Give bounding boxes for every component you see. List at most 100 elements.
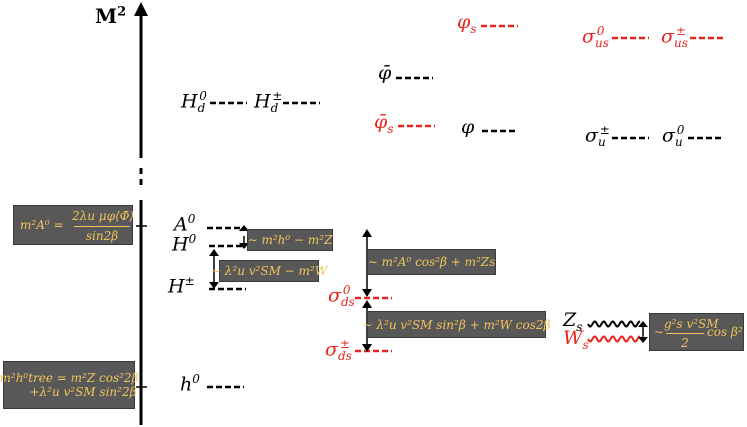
- annotation-split-H0-Hpm-text: ∼ λ²u v²SM − m²W: [210, 264, 328, 278]
- arrowhead-sigma0-down: [362, 289, 372, 297]
- annotation-gauge-numerator: g²s v²SM: [664, 317, 719, 331]
- splitting-arrows: [209, 225, 648, 352]
- arrowhead-H0-down: [239, 243, 249, 249]
- arrowhead-sigma-range-up: [362, 229, 372, 237]
- label-Hd0-sub: d: [197, 101, 206, 116]
- label-sigma-ds0-sub: ds: [340, 295, 355, 310]
- axis-label-power: 2: [117, 4, 127, 20]
- annotation-split-Hpm-sigma0-text: ∼ m²A⁰ cos²β + m²Zs: [367, 255, 496, 269]
- label-sigma-dspm-sup: ±: [339, 337, 350, 351]
- label-Hpm: H±: [168, 275, 195, 296]
- label-h0-base: h: [180, 373, 193, 396]
- annotation-gauge: ∼ g²s v²SM 2 cos β²: [649, 313, 744, 351]
- gauge-lines: [587, 320, 641, 343]
- label-Hdpm: Hd±: [254, 90, 282, 114]
- arrowhead-A0-up: [239, 225, 249, 231]
- label-Hdpm-base: H: [254, 90, 271, 113]
- label-H0: H0: [172, 233, 196, 254]
- label-H0-sup: 0: [188, 232, 197, 246]
- label-Hdpm-sup: ±: [272, 89, 283, 103]
- label-Hpm-base: H: [168, 275, 185, 298]
- annotation-mA0-left: m²A⁰ =: [20, 218, 64, 232]
- level-lines: [207, 24, 726, 389]
- label-Ws-sub: s: [582, 337, 589, 352]
- label-Zs-base: Z: [563, 309, 577, 331]
- label-phibar-base: φ̄: [378, 62, 392, 84]
- annotation-mh0-line1: m²h⁰tree = m²Z cos²2β: [0, 371, 139, 385]
- label-A0-sup: 0: [187, 212, 196, 226]
- label-phi-s-base: φ: [457, 11, 471, 33]
- label-phibar: φ̄: [378, 64, 391, 83]
- label-sigma-dspm-sub: ds: [337, 349, 352, 364]
- label-sigma-dspm: σds±: [325, 337, 352, 364]
- annotation-split-H0-Hpm: ∼ λ²u v²SM − m²W: [211, 260, 327, 282]
- annotation-gauge-right: cos β²: [707, 325, 743, 339]
- annotation-mh0-line2: +λ²u v²SM sin²2β: [29, 385, 137, 399]
- label-sigma-u0: σu0: [662, 124, 684, 148]
- label-Hdpm-sub: d: [270, 101, 279, 116]
- annotation-split-sigma: ∼ λ²u v²SM sin²β + m²W cos2β: [363, 311, 550, 338]
- label-phibar-s-base: φ̄: [374, 111, 388, 133]
- label-sigma-dspm-base: σ: [325, 338, 338, 361]
- label-h0-sup: 0: [192, 372, 200, 386]
- label-sigma-u0-base: σ: [662, 124, 675, 147]
- label-Hpm-sup: ±: [184, 274, 195, 288]
- wave-line-Zs: [587, 320, 641, 328]
- label-H0-base: H: [172, 233, 189, 256]
- annotation-split-sigma-text: ∼ λ²u v²SM sin²β + m²W cos2β: [362, 317, 551, 332]
- axis-label: M2: [95, 4, 126, 28]
- label-Hd0-sup: 0: [199, 89, 207, 103]
- annotation-split-Hpm-sigma0: ∼ m²A⁰ cos²β + m²Zs: [367, 249, 496, 275]
- label-sigma-ds0-sup: 0: [342, 283, 351, 297]
- annotation-mA0-numerator: 2λu μφ⟨Φ̄⟩: [72, 209, 135, 223]
- label-sigma-upm-sup: ±: [599, 123, 610, 137]
- annotation-gauge-left: ∼: [654, 325, 665, 339]
- arrowhead-sigmapm-down: [362, 344, 372, 352]
- label-A0: A0: [174, 213, 195, 234]
- label-sigma-uspm: σus±: [661, 24, 688, 51]
- label-Ws: Ws: [563, 329, 589, 351]
- label-phi-s: φs: [457, 13, 476, 35]
- label-Hd0: Hd0: [181, 90, 207, 114]
- label-Zs: Zs: [563, 311, 582, 333]
- label-sigma-u0-sup: 0: [676, 123, 685, 137]
- label-phi-s-sub: s: [470, 21, 477, 36]
- annotation-mh0: m²h⁰tree = m²Z cos²2β +λ²u v²SM sin²2β: [0, 361, 139, 409]
- axis-arrowhead: [134, 2, 148, 16]
- label-phibar-s: φ̄s: [374, 113, 393, 135]
- label-sigma-uspm-sub: us: [673, 36, 688, 51]
- label-phi-base: φ: [461, 116, 475, 138]
- label-sigma-u0-sub: u: [674, 135, 683, 150]
- label-sigma-upm-sub: u: [597, 135, 606, 150]
- label-sigma-uspm-base: σ: [661, 25, 674, 48]
- label-sigma-us0-sup: 0: [596, 24, 605, 38]
- label-sigma-upm: σu±: [585, 124, 610, 148]
- annotation-split-A0-H0: ∼ m²h⁰ − m²Z: [247, 229, 333, 251]
- label-sigma-us0: σus0: [582, 24, 609, 49]
- label-Hd0-base: H: [181, 90, 198, 113]
- arrowhead-Zs-up: [638, 321, 648, 327]
- mass-axis: [134, 2, 148, 425]
- axis-label-base: M: [95, 4, 118, 28]
- label-Zs-sub: s: [576, 319, 583, 334]
- label-sigma-ds0-base: σ: [328, 284, 341, 307]
- arrowhead-H0-up: [209, 249, 219, 256]
- arrowhead-Ws-down: [638, 337, 648, 343]
- annotation-gauge-fraction-bar: [666, 333, 704, 334]
- annotation-split-A0-H0-text: ∼ m²h⁰ − m²Z: [247, 233, 333, 247]
- annotation-gauge-denominator: 2: [681, 336, 689, 350]
- label-sigma-uspm-sup: ±: [675, 24, 686, 38]
- annotation-mA0-fraction-bar: [74, 226, 130, 227]
- label-sigma-ds0: σds0: [328, 283, 355, 308]
- annotation-mA0-denominator: sin2β: [85, 229, 119, 243]
- arrowhead-Hpm-down: [209, 282, 219, 289]
- label-A0-base: A: [174, 213, 188, 236]
- annotation-mA0: m²A⁰ = 2λu μφ⟨Φ̄⟩ sin2β: [13, 205, 135, 245]
- label-sigma-upm-base: σ: [585, 124, 598, 147]
- label-Ws-base: W: [563, 327, 583, 349]
- label-h0: h0: [180, 373, 200, 394]
- label-phibar-s-sub: s: [387, 121, 394, 136]
- label-phi: φ: [461, 118, 474, 137]
